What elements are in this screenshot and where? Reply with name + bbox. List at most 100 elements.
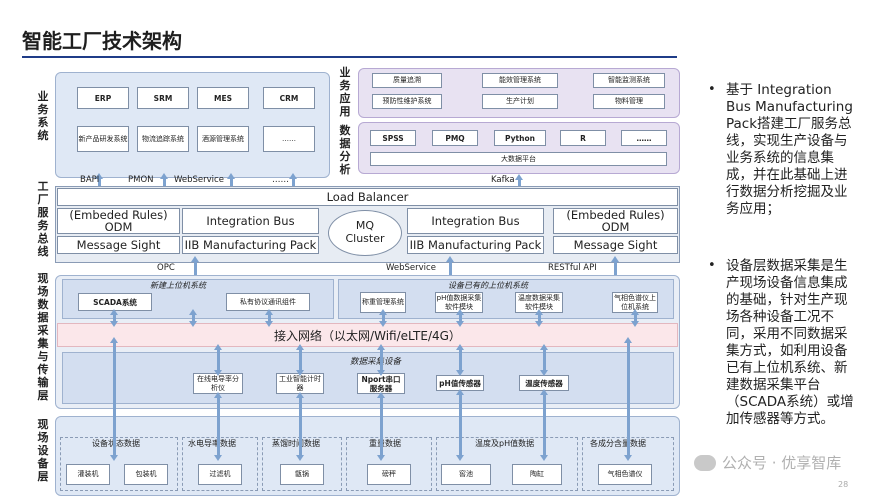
device-filling-machine[interactable]: 灌装机	[66, 464, 110, 485]
iib-right[interactable]: IIB Manufacturing Pack	[407, 236, 544, 254]
device-cellar[interactable]: 窖池	[441, 464, 491, 485]
device-still[interactable]: 甑锅	[280, 464, 324, 485]
arrow-cellar-up	[456, 389, 464, 461]
device-group-status-label: 设备状态数据	[92, 439, 140, 448]
protocol-kafka: Kafka	[491, 175, 515, 185]
arrow-weighing-net	[379, 309, 387, 327]
system-more[interactable]: ……	[263, 126, 315, 152]
layer-label-collection: 现场数据采集与传输层	[37, 272, 49, 402]
arrow-scale-up	[377, 392, 385, 461]
odm-left-label: ODM	[104, 220, 133, 234]
tool-r[interactable]: R	[560, 130, 606, 146]
arrow-net-ph	[456, 344, 464, 376]
integration-bus-right[interactable]: Integration Bus	[407, 208, 544, 234]
title-underline	[22, 56, 677, 58]
device-group-temp-ph	[436, 437, 578, 491]
device-packing-machine[interactable]: 包装机	[124, 464, 168, 485]
arrow-net-temp	[540, 344, 548, 376]
protocol-bapi: BAPI	[80, 175, 100, 185]
bullet-dot-1: •	[708, 82, 716, 97]
existing-upper-title: 设备已有的上位机系统	[448, 281, 528, 290]
odm-left[interactable]: (Embeded Rules) ODM	[57, 208, 180, 234]
app-energy[interactable]: 能效管理系统	[482, 73, 558, 88]
app-production-plan[interactable]: 生产计划	[482, 94, 558, 109]
tool-pmq[interactable]: PMQ	[432, 130, 478, 146]
device-group-composition-label: 各成分含量数据	[590, 439, 646, 448]
layer-label-device: 现场设备层	[37, 418, 49, 483]
integration-bus-left[interactable]: Integration Bus	[182, 208, 319, 234]
device-group-temp-ph-label: 温度及pH值数据	[475, 439, 535, 448]
protocol-webservice-bottom: WebService	[386, 263, 436, 273]
arrow-gc-net	[631, 309, 639, 327]
layer-label-business: 业务系统	[37, 90, 49, 142]
tool-python[interactable]: Python	[494, 130, 546, 146]
odm-right-label: ODM	[601, 220, 630, 234]
system-srm[interactable]: SRM	[137, 87, 189, 109]
conductivity-analyzer[interactable]: 在线电导率分析仪	[193, 373, 243, 394]
embeded-rules-right: (Embeded Rules)	[566, 208, 665, 222]
device-group-conductivity-label: 水电导率数据	[188, 439, 236, 448]
arrow-net-nport	[377, 344, 385, 376]
app-monitoring[interactable]: 智能监测系统	[593, 73, 665, 88]
message-sight-right[interactable]: Message Sight	[553, 236, 678, 254]
bullet-text-1: 基于 Integration Bus Manufacturing Pack搭建工…	[726, 82, 853, 217]
app-maintenance[interactable]: 预防性维护系统	[372, 94, 442, 109]
gc-upper-system[interactable]: 气相色谱仪上位机系统	[612, 292, 658, 313]
embeded-rules-left: (Embeded Rules)	[69, 208, 168, 222]
message-sight-left[interactable]: Message Sight	[57, 236, 180, 254]
new-upper-title: 新建上位机系统	[150, 281, 206, 290]
protocol-more: ……	[272, 175, 289, 185]
temp-software[interactable]: 温度数据采集软件模块	[515, 292, 563, 313]
system-crm[interactable]: CRM	[263, 87, 315, 109]
arrow-status-long	[110, 337, 118, 461]
system-rnd[interactable]: 新产品研发系统	[77, 126, 129, 152]
system-liquor-source[interactable]: 酒源管理系统	[197, 126, 249, 152]
arrow-scada-net	[110, 309, 118, 327]
layer-label-bizapp: 业务应用	[339, 66, 351, 118]
arrow-private-net	[189, 309, 197, 327]
load-balancer[interactable]: Load Balancer	[57, 188, 678, 206]
page-number: 28	[838, 480, 849, 489]
device-group-status	[60, 437, 178, 491]
wechat-icon	[694, 455, 716, 471]
system-erp[interactable]: ERP	[77, 87, 129, 109]
mq-cluster[interactable]: MQ Cluster	[345, 219, 385, 245]
arrow-net-timer	[296, 344, 304, 376]
iib-left[interactable]: IIB Manufacturing Pack	[182, 236, 319, 254]
arrow-private-net-2	[265, 309, 273, 327]
arrow-filter-up	[214, 392, 222, 461]
acquisition-title: 数据采集设备	[350, 357, 402, 367]
device-filter[interactable]: 过滤机	[198, 464, 242, 485]
tool-more[interactable]: ……	[621, 130, 667, 146]
arrow-jar-up	[540, 389, 548, 461]
system-mes[interactable]: MES	[197, 87, 249, 109]
arrow-temp-net	[535, 309, 543, 327]
device-jar[interactable]: 陶缸	[512, 464, 562, 485]
app-quality-trace[interactable]: 质量追溯	[372, 73, 442, 88]
tool-spss[interactable]: SPSS	[370, 130, 416, 146]
bullet-text-2: 设备层数据采集是生产现场设备信息集成的基础，针对生产现场各种设备工况不同，采用不…	[726, 258, 854, 427]
industrial-timer[interactable]: 工业智能计时器	[276, 373, 324, 394]
odm-right[interactable]: (Embeded Rules) ODM	[553, 208, 678, 234]
bigdata-platform[interactable]: 大数据平台	[370, 152, 667, 166]
nport-server[interactable]: Nport串口服务器	[357, 373, 405, 394]
arrow-still-up	[296, 392, 304, 461]
device-group-distill	[262, 437, 342, 491]
arrow-gc-long	[624, 337, 632, 461]
app-material[interactable]: 物料管理	[593, 94, 665, 109]
device-group-distill-label: 蒸馏时间数据	[272, 439, 320, 448]
access-network[interactable]: 接入网络（以太网/Wifi/eLTE/4G）	[57, 323, 678, 347]
watermark: 公众号 · 优享智库	[722, 454, 842, 472]
arrow-ph-net	[456, 309, 464, 327]
layer-label-analysis: 数据分析	[339, 124, 351, 176]
device-gas-chromatograph[interactable]: 气相色谱仪	[598, 464, 652, 485]
protocol-restful: RESTful API	[548, 263, 597, 273]
protocol-webservice: WebService	[174, 175, 224, 185]
device-scale[interactable]: 磅秤	[367, 464, 411, 485]
weighing-system[interactable]: 称重管理系统	[360, 292, 406, 313]
layer-label-bus: 工厂服务总线	[37, 180, 49, 258]
mq-cluster-shape	[328, 210, 402, 256]
scada-system[interactable]: SCADA系统	[78, 293, 152, 311]
device-group-conductivity	[182, 437, 258, 491]
system-logistics[interactable]: 物流追踪系统	[137, 126, 189, 152]
